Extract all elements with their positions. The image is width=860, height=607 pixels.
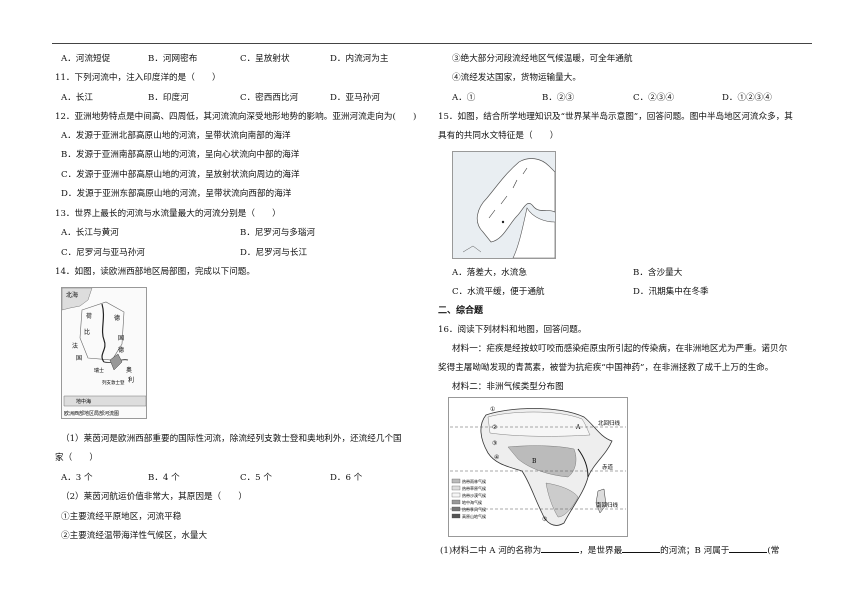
legend-item: 热带沙漠气候: [462, 492, 486, 498]
q16-sub1-part: ，是世界最: [579, 546, 623, 556]
option: D．亚马孙河: [330, 93, 380, 103]
option: D．6 个: [330, 473, 363, 483]
option: D．①②③④: [722, 93, 772, 103]
q16-sub1: (1)材料二中 A 河的名称为 ，是世界最 的河流；B 河属于 (常: [440, 543, 779, 557]
option: B．发源于亚洲南部高原山地的河流，呈向心状流向中部的海洋: [61, 150, 300, 160]
map-label: ④: [494, 454, 499, 461]
europe-map: 北海 德 国 荷 比 法 瑞士 奥 地中海 利 列支敦士登 国 德 欧洲西部地区…: [62, 288, 146, 418]
option: A．河流短促: [61, 54, 111, 64]
option: B．河网密布: [148, 54, 198, 64]
option: C．发源于亚洲中部高原山地的河流，呈放射状流向周边的海洋: [61, 170, 300, 180]
q16-sub1-part: (1)材料二中 A 河的名称为: [440, 546, 542, 556]
q16-sub1-part: (常: [767, 546, 780, 556]
material-1-cont: 奖得主屠呦呦发现的青蒿素，被誉为抗疟疾“中国神药”，在非洲拯救了成千上万的生命。: [438, 363, 774, 373]
map-label: 地中海: [76, 398, 91, 405]
map-label: 北回归线: [598, 419, 621, 427]
map-label: 德: [114, 314, 120, 322]
map-label: 利: [128, 376, 134, 384]
map-label: 赤道: [602, 463, 614, 471]
map-label: 德: [118, 346, 124, 354]
map-label: ③: [492, 440, 497, 447]
option: C．呈放射状: [240, 54, 290, 64]
q11-stem: 11．下列河流中，注入印度洋的是（ ）: [55, 73, 221, 83]
legend: 热带雨林气候 热带草原气候 热带沙漠气候 地中海气候 热带季风气候 高原山地气候: [451, 478, 486, 519]
map-label: ①: [490, 406, 495, 413]
answer-blank[interactable]: [622, 543, 661, 553]
statement: ④流经发达国家，货物运输量大。: [452, 73, 581, 83]
section-title: 二、综合题: [438, 306, 484, 316]
map-label: 法: [72, 342, 78, 350]
q14-sub1: （1）莱茵河是欧洲西部重要的国际性河流，除流经列支敦士登和奥地利外，还流经几个国: [61, 434, 402, 444]
material-1: 材料一：疟疾是经按蚊叮咬而感染疟原虫所引起的传染病，在非洲地区尤为严重。诺贝尔: [452, 344, 788, 354]
option: B．含沙量大: [633, 268, 683, 278]
option: A．3 个: [61, 473, 93, 483]
legend-item: 地中海气候: [462, 499, 482, 505]
q15-stem: 15．如图，结合所学地理知识及“世界某半岛示意图”，回答问题。图中半岛地区河流众…: [438, 112, 793, 122]
option: B．印度河: [148, 93, 189, 103]
statement: ②主要流经温带海洋性气候区，水量大: [61, 531, 208, 541]
option: A．长江: [61, 93, 93, 103]
q12-stem: 12．亚洲地势特点是中间高、四周低，其河流流向深受地形地势的影响。亚洲河流走向为…: [55, 112, 417, 122]
option: B．4 个: [148, 473, 180, 483]
option: B．②③: [542, 93, 575, 103]
header-rule: [52, 43, 812, 44]
option: D．尼罗河与长江: [240, 248, 308, 258]
legend-item: 热带雨林气候: [462, 478, 486, 484]
q14-sub1-cont: 家（ ）: [55, 453, 98, 463]
legend-item: 高原山地气候: [462, 513, 486, 519]
statement: ③绝大部分河段流经地区气候温暖，可全年通航: [452, 54, 633, 64]
europe-map-figure: 北海 德 国 荷 比 法 瑞士 奥 地中海 利 列支敦士登 国 德 欧洲西部地区…: [61, 287, 147, 419]
q16-sub1-part: 的河流；B 河属于: [660, 546, 730, 556]
map-caption: 欧洲西部地区局部河流图: [64, 410, 119, 417]
map-label: ②: [492, 424, 497, 431]
option: D．汛期集中在冬季: [633, 287, 709, 297]
option: A．①: [452, 93, 476, 103]
q15-stem-cont: 具有的共同水文特征是（ ）: [438, 131, 559, 141]
q14-sub2: （2）莱茵河航运价值非常大，其原因是（ ）: [61, 492, 247, 502]
map-label: ⑤: [542, 516, 547, 523]
map-label: 比: [84, 328, 90, 336]
q16-stem: 16．阅读下列材料和地图，回答问题。: [438, 325, 587, 335]
material-2: 材料二：非洲气候类型分布图: [452, 382, 564, 392]
answer-blank[interactable]: [729, 543, 768, 553]
q13-stem: 13．世界上最长的河流与水流量最大的河流分别是（ ）: [55, 209, 281, 219]
legend-item: 热带季风气候: [462, 506, 486, 512]
q14-stem: 14．如图，读欧洲西部地区局部图，完成以下问题。: [55, 267, 255, 277]
answer-blank[interactable]: [541, 543, 580, 553]
option: D．发源于亚洲东部高原山地的河流，呈带状流向西部的海洋: [61, 189, 292, 199]
legend-item: 热带草原气候: [462, 485, 486, 491]
option: A．落差大，水流急: [452, 268, 527, 278]
map-label: A: [575, 424, 581, 431]
option: C．水流平缓，便于通航: [452, 287, 545, 297]
africa-map: 北回归线 赤道 南回归线 A B ① ② ③ ④ ⑤ 热带雨林气候 热带草原气候…: [448, 397, 628, 537]
map-label: 奥: [126, 366, 132, 374]
option: C．密西西比河: [240, 93, 299, 103]
map-label: 荷: [86, 312, 92, 320]
option: A．发源于亚洲北部高原山地的河流，呈带状流向南部的海洋: [61, 131, 291, 141]
statement: ①主要流经平原地区，河流平稳: [61, 512, 182, 522]
peninsula-map-figure: [452, 151, 556, 259]
option: A．长江与黄河: [61, 228, 119, 238]
map-label: 北海: [66, 291, 78, 299]
option: C．尼罗河与亚马孙河: [61, 248, 145, 258]
peninsula-map: [453, 152, 555, 258]
map-label: 国: [76, 355, 82, 362]
map-label: B: [532, 458, 537, 465]
map-label: 瑞士: [94, 367, 104, 374]
option: B．尼罗河与多瑙河: [240, 228, 316, 238]
map-label: 国: [118, 335, 124, 342]
option: C．5 个: [240, 473, 272, 483]
map-label: 列支敦士登: [102, 379, 125, 386]
map-label: 南回归线: [596, 501, 619, 509]
africa-climate-map: 北回归线 赤道 南回归线 A B ① ② ③ ④ ⑤ 热带雨林气候 热带草原气候…: [448, 397, 628, 537]
option: C．②③④: [633, 93, 674, 103]
option: D．内流河为主: [330, 54, 389, 64]
